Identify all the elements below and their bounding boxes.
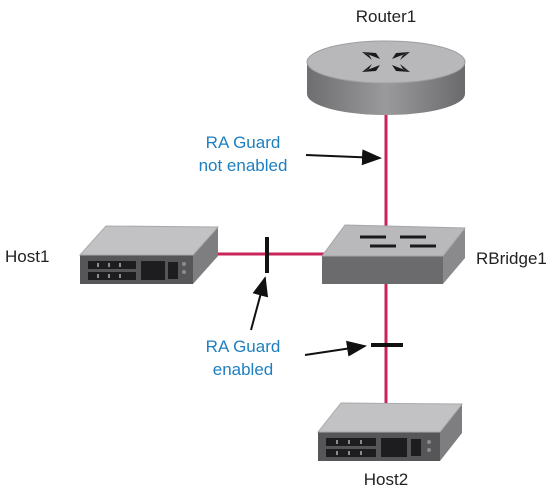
- switch-icon: [321, 224, 467, 284]
- host1-server-icon: [78, 225, 220, 284]
- arrow-enabled-right: [304, 340, 367, 357]
- host2-label: Host2: [364, 470, 408, 489]
- arrow-not-enabled: [305, 149, 382, 166]
- ra-guard-not-enabled-note: RA Guard not enabled: [199, 133, 288, 175]
- note-enabled-line1: RA Guard: [206, 337, 281, 356]
- note-enabled-line2: enabled: [213, 360, 274, 379]
- router-icon: [306, 40, 466, 115]
- ra-guard-enabled-note: RA Guard enabled: [206, 337, 281, 379]
- note-not-enabled-line2: not enabled: [199, 156, 288, 175]
- router-label: Router1: [356, 7, 416, 26]
- host2-server-icon: [316, 402, 464, 461]
- arrow-enabled-up: [250, 276, 269, 331]
- note-not-enabled-line1: RA Guard: [206, 133, 281, 152]
- host1-label: Host1: [5, 247, 49, 266]
- rbridge-label: RBridge1: [476, 249, 547, 268]
